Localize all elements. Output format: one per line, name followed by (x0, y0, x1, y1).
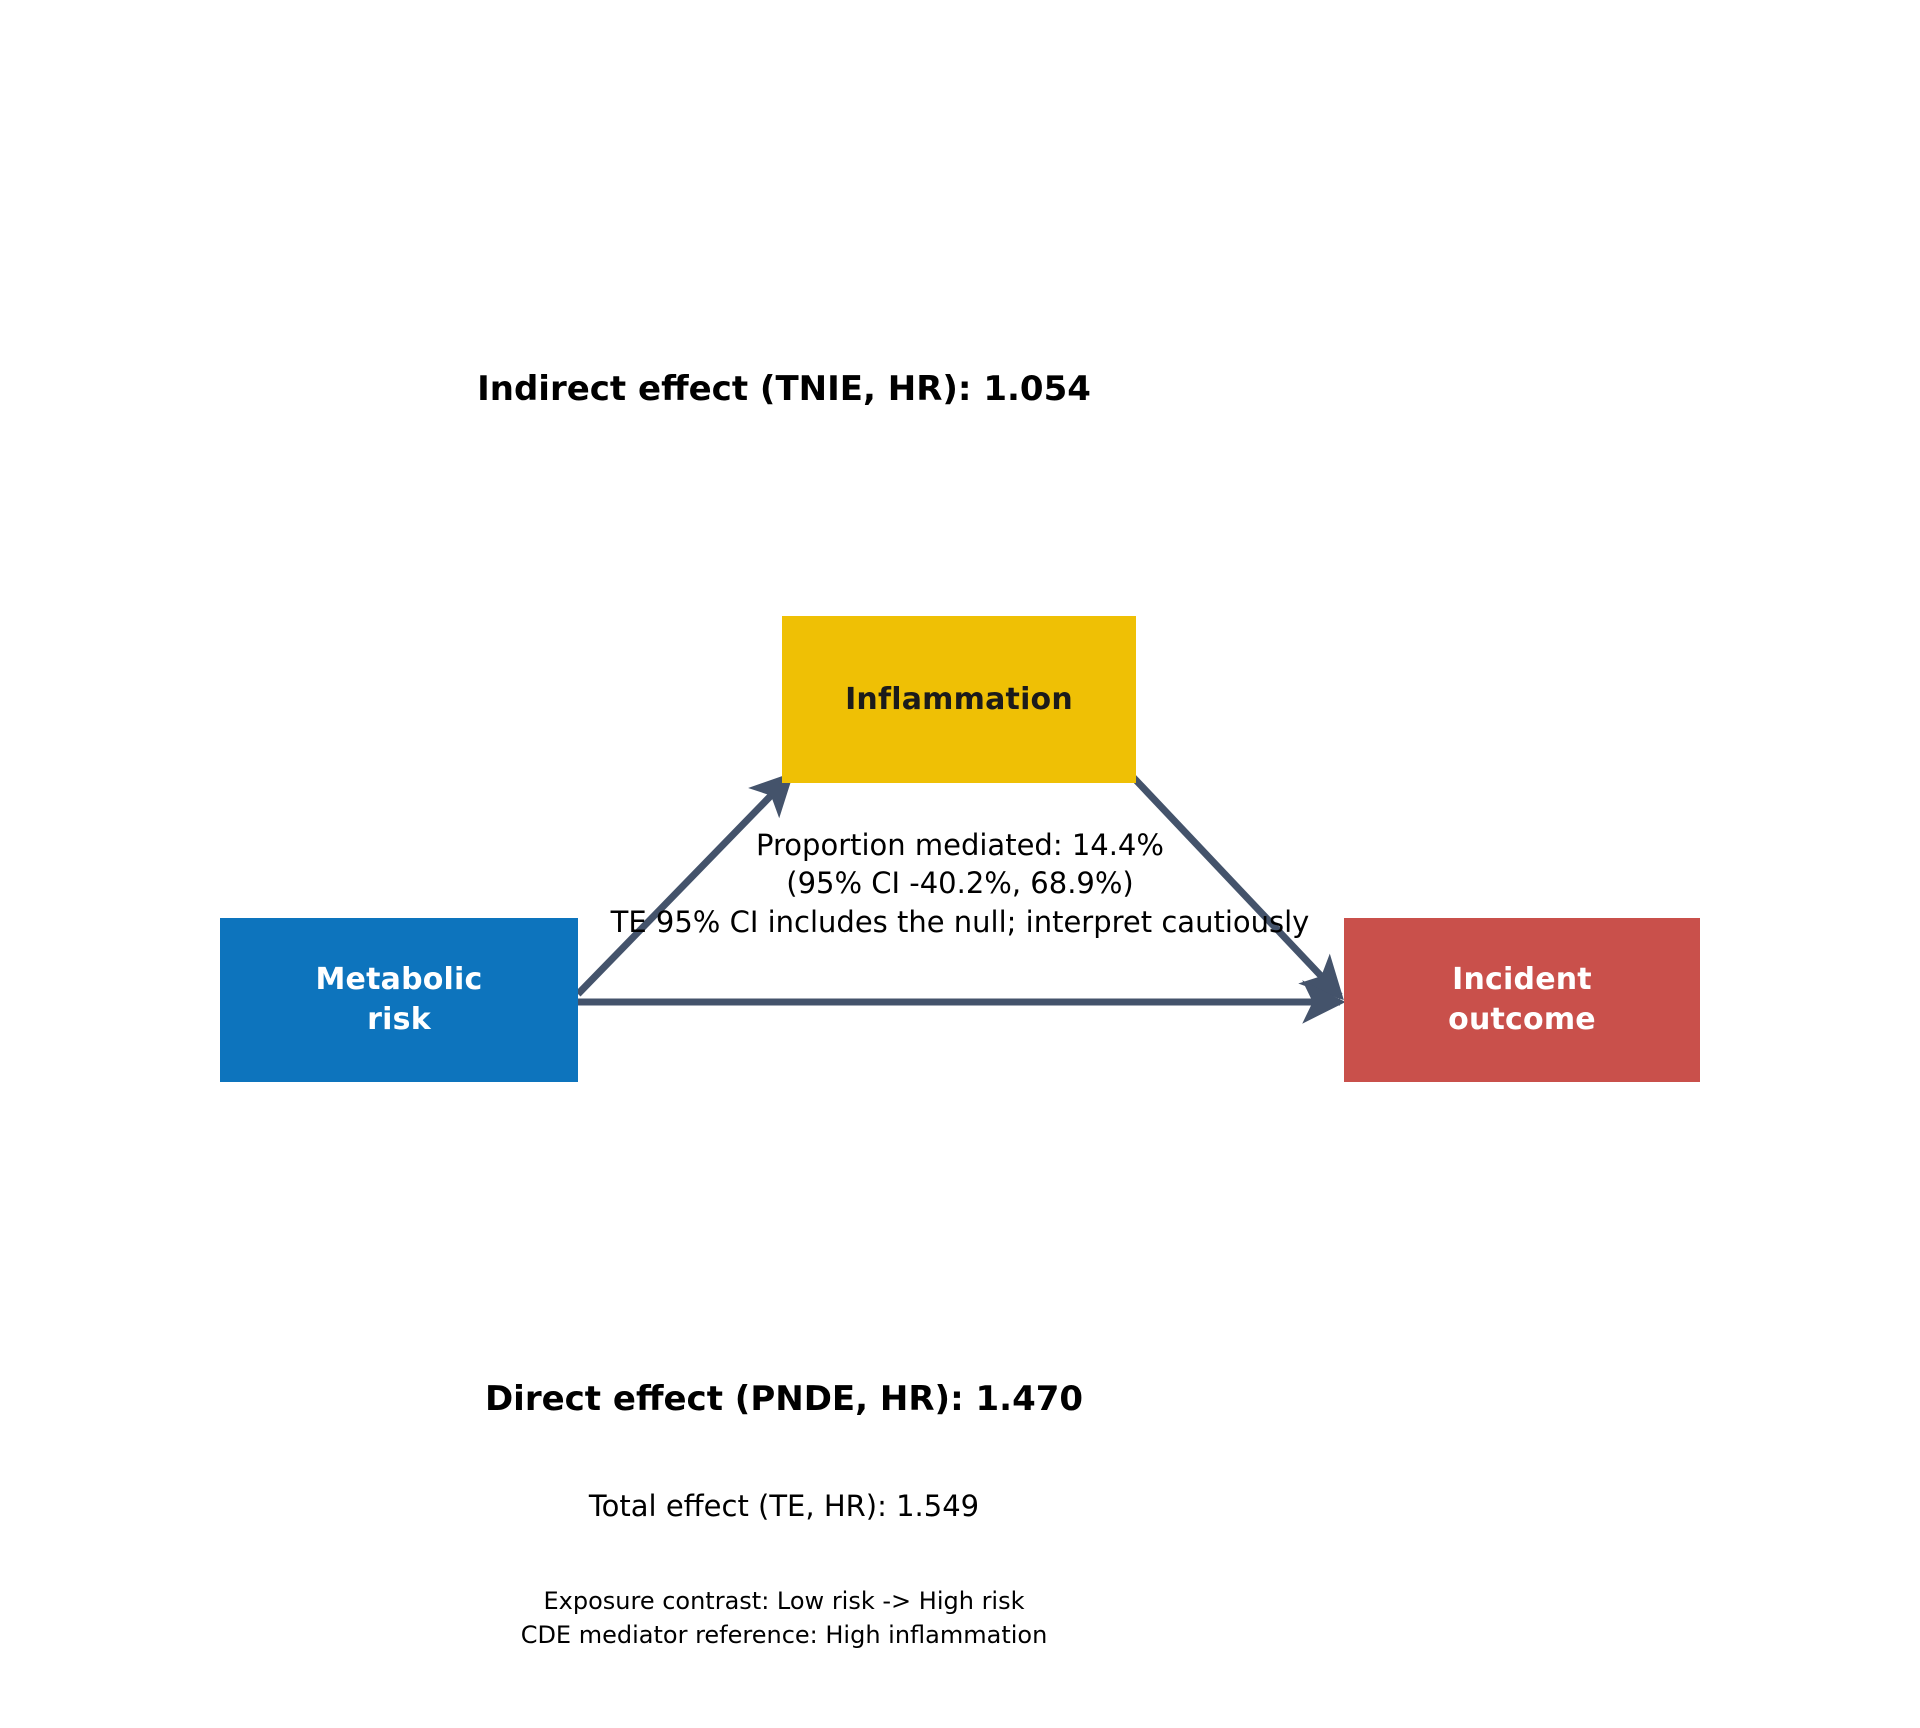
node-exposure-metabolic-risk[interactable]: Metabolic risk (220, 918, 578, 1082)
direct-effect-title: Direct effect (PNDE, HR): 1.470 (484, 1379, 1084, 1419)
proportion-mediated-annotation: Proportion mediated: 14.4% (95% CI -40.2… (610, 828, 1310, 939)
node-outcome-incident-outcome[interactable]: Incident outcome (1344, 918, 1700, 1082)
node-exposure-label: Metabolic risk (315, 962, 483, 1037)
arrow-exposure-to-mediator (575, 771, 794, 997)
indirect-effect-title: Indirect effect (TNIE, HR): 1.054 (477, 369, 1091, 409)
node-mediator-label: Inflammation (845, 681, 1073, 717)
node-mediator-inflammation[interactable]: Inflammation (782, 616, 1136, 783)
arrow-mediator-to-outcome (1129, 773, 1344, 1001)
total-effect-label: Total effect (TE, HR): 1.549 (588, 1489, 980, 1523)
diagram-footnote: Exposure contrast: Low risk -> High risk… (520, 1587, 1048, 1650)
node-outcome-label: Incident outcome (1448, 962, 1596, 1037)
